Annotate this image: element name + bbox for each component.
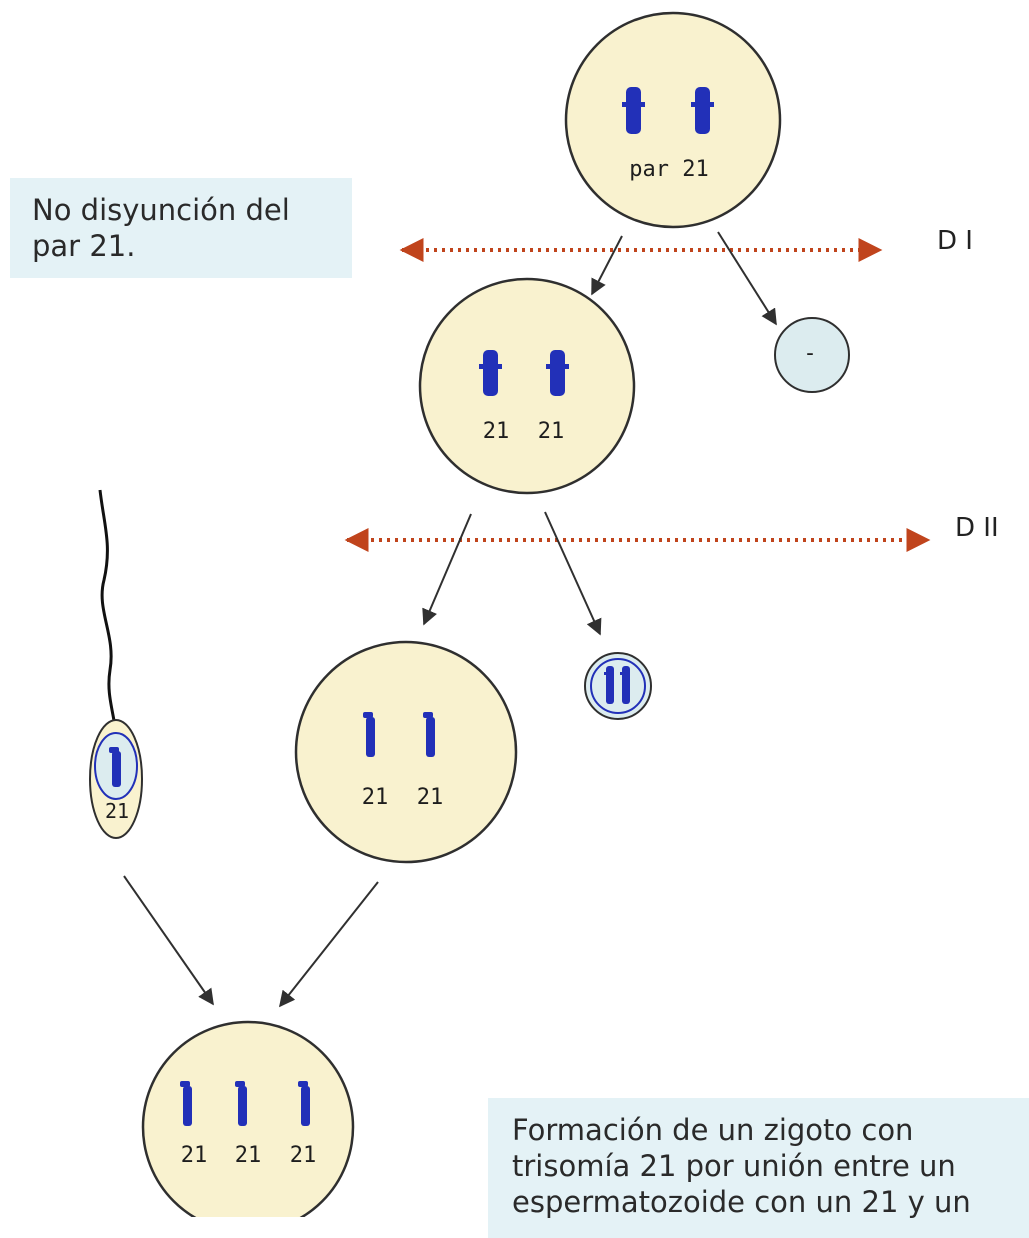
- chromosome-icon: [479, 350, 502, 396]
- chromosome-label: 21: [483, 419, 510, 444]
- chromosome-label: 21: [538, 419, 565, 444]
- chromosome-icon: [363, 712, 375, 757]
- chromosome-icon: [622, 87, 645, 134]
- chromosome-icon: [298, 1081, 310, 1126]
- secondary-cell: 21 21: [418, 277, 636, 495]
- sperm-tail: [98, 489, 119, 741]
- second-division-label: D II: [955, 513, 999, 543]
- nondisjunction-note: No disyunción del par 21.: [10, 178, 352, 278]
- chromosome-label: 21: [362, 785, 389, 810]
- chromosome-icon: [235, 1081, 247, 1126]
- zygote-formation-note: Formación de un zigoto con trisomía 21 p…: [488, 1098, 1029, 1238]
- chromosome-label: 21: [417, 785, 444, 810]
- arrow: [591, 235, 623, 296]
- polar-body-2: [584, 652, 652, 720]
- chromosome-icon: [109, 747, 121, 787]
- parent-cell: par 21: [564, 11, 782, 229]
- arrow: [717, 231, 777, 326]
- polar-body-1: -: [774, 317, 850, 393]
- arrow: [422, 513, 472, 626]
- first-division-label: D I: [937, 226, 973, 256]
- chromosome-icon: [604, 666, 614, 704]
- sperm: 21: [89, 489, 143, 839]
- chromosome-icon: [180, 1081, 192, 1126]
- zygote-cell: 21 21 21: [141, 1020, 355, 1217]
- chromosome-label: 21: [235, 1143, 262, 1168]
- chromosome-label: 21: [290, 1143, 317, 1168]
- chromosome-icon: [546, 350, 569, 396]
- chromosome-icon: [691, 87, 714, 134]
- arrow: [279, 881, 379, 1008]
- arrow: [123, 875, 214, 1006]
- polar-body-1-label: -: [803, 341, 816, 366]
- ovum-cell: 21 21: [294, 640, 518, 864]
- parent-cell-label: par 21: [629, 157, 708, 182]
- chromosome-icon: [423, 712, 435, 757]
- chromosome-icon: [620, 666, 630, 704]
- sperm-label: 21: [105, 799, 129, 823]
- arrow: [544, 511, 602, 636]
- chromosome-label: 21: [181, 1143, 208, 1168]
